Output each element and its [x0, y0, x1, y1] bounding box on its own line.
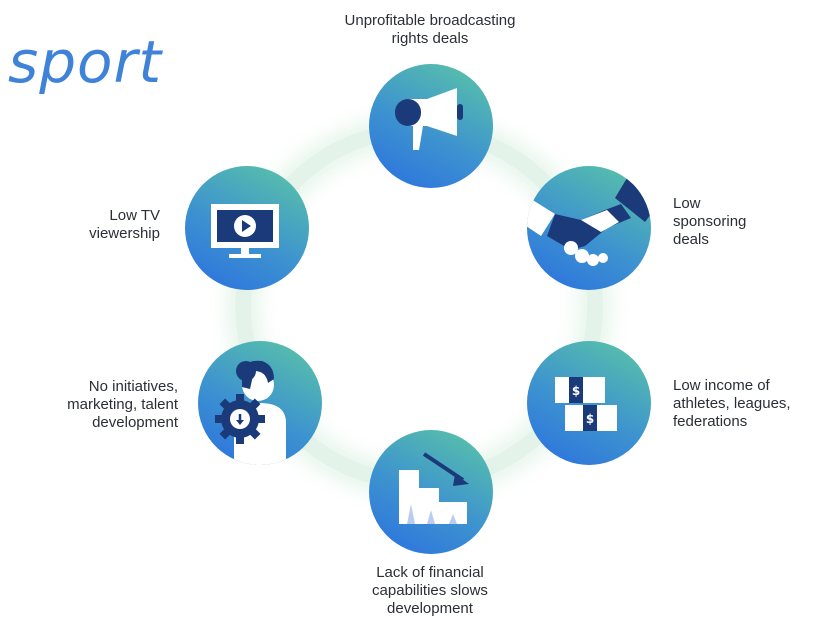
- megaphone-icon: [395, 88, 463, 150]
- page-title: sport: [8, 28, 163, 96]
- person-gear-icon: [215, 360, 286, 465]
- money-icon: $ $: [555, 377, 617, 431]
- node-financial-capabilities: [369, 430, 493, 554]
- node-broadcasting-rights: [369, 64, 493, 188]
- node-tv-viewership: [185, 166, 309, 290]
- svg-text:$: $: [572, 384, 580, 398]
- declining-chart-icon: [399, 452, 469, 524]
- svg-text:$: $: [586, 412, 594, 426]
- handshake-icon: [527, 178, 651, 266]
- node-low-income: $ $: [527, 341, 651, 465]
- tv-play-icon: [211, 204, 279, 258]
- node-no-initiatives: [198, 341, 322, 465]
- node-sponsoring-deals: [527, 166, 651, 290]
